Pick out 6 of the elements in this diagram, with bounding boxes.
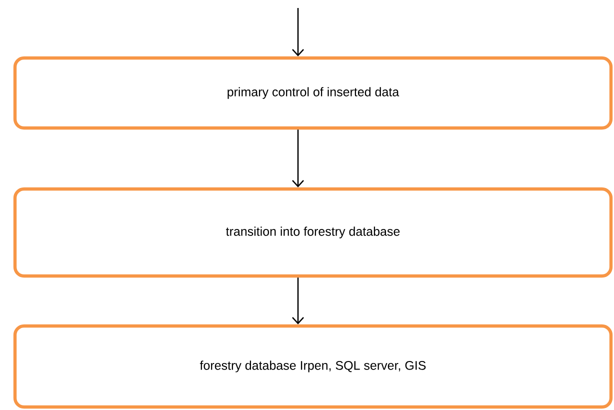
arrow xyxy=(292,130,304,188)
process-box: forestry database Irpen, SQL server, GIS xyxy=(13,324,613,409)
arrow xyxy=(292,8,304,56)
process-box: primary control of inserted data xyxy=(13,56,613,130)
process-box: transition into forestry database xyxy=(13,187,613,278)
arrow xyxy=(292,278,304,324)
